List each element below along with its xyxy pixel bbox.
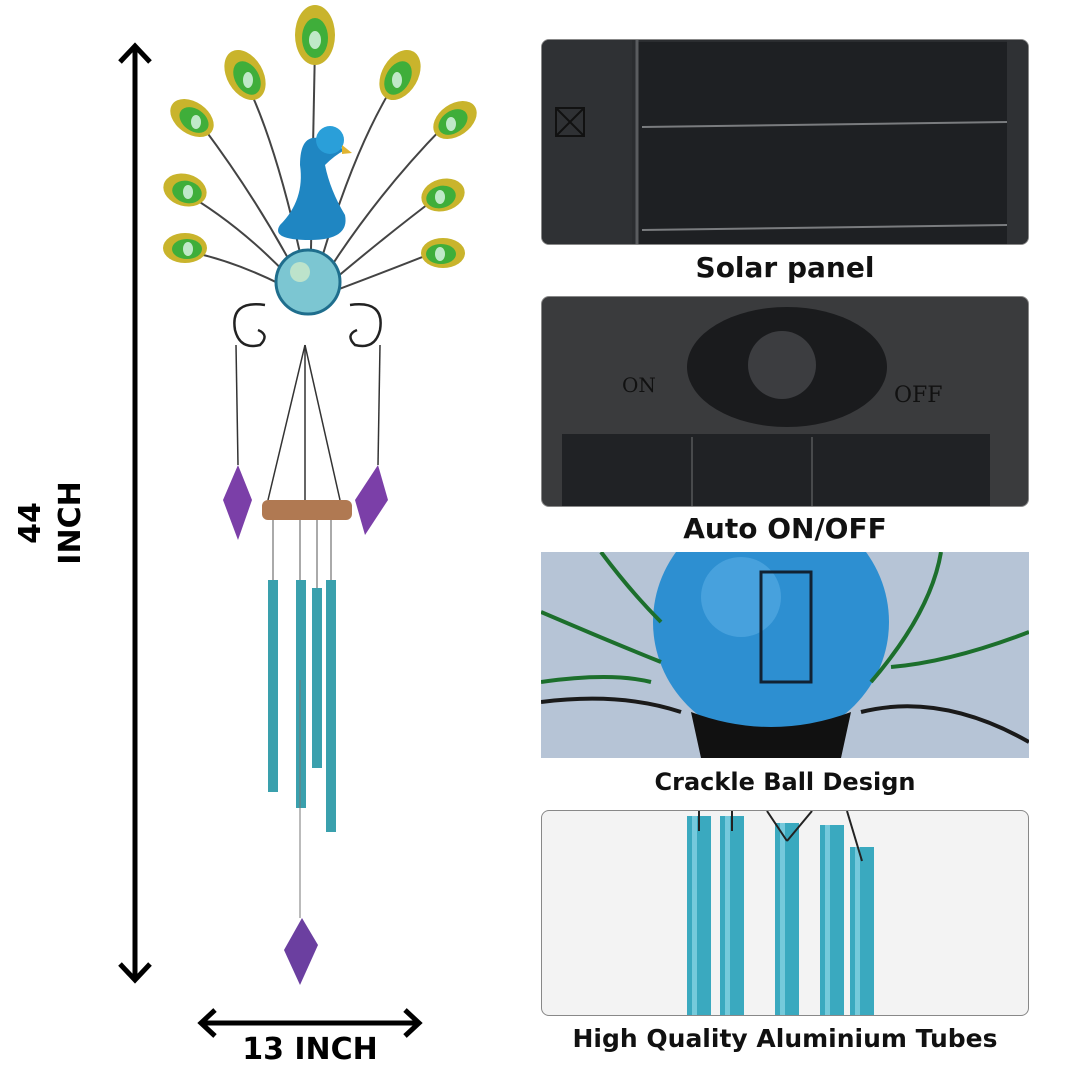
width-arrow	[197, 1008, 423, 1038]
diamond-bottom	[284, 918, 318, 985]
crackle-ball-photo	[541, 552, 1029, 758]
auto-switch-caption: Auto ON/OFF	[683, 512, 887, 545]
auto-switch-photo: ON OFF	[541, 296, 1029, 507]
crackle-ball-caption: Crackle Ball Design	[654, 768, 916, 796]
peacock-feathers	[163, 5, 477, 268]
width-label: 13 INCH	[242, 1032, 378, 1067]
crackle-ball	[274, 248, 342, 316]
height-value: 44	[13, 502, 48, 544]
height-arrow	[118, 42, 152, 984]
diamond-right	[355, 465, 388, 535]
switch-on-label: ON	[622, 373, 656, 397]
height-unit: INCH	[53, 481, 88, 565]
wind-chime-illustration	[163, 5, 477, 985]
height-label: 44 INCH	[11, 463, 101, 583]
aluminium-tubes-photo	[541, 810, 1029, 1016]
solar-panel-photo	[541, 39, 1029, 245]
switch-off-label: OFF	[894, 383, 943, 408]
peacock-body	[278, 137, 346, 240]
aluminium-tubes-caption: High Quality Aluminium Tubes	[572, 1024, 998, 1053]
solar-cap	[262, 500, 352, 520]
chime-tubes	[268, 580, 336, 832]
diamond-left	[223, 465, 252, 540]
solar-panel-caption: Solar panel	[695, 251, 875, 284]
